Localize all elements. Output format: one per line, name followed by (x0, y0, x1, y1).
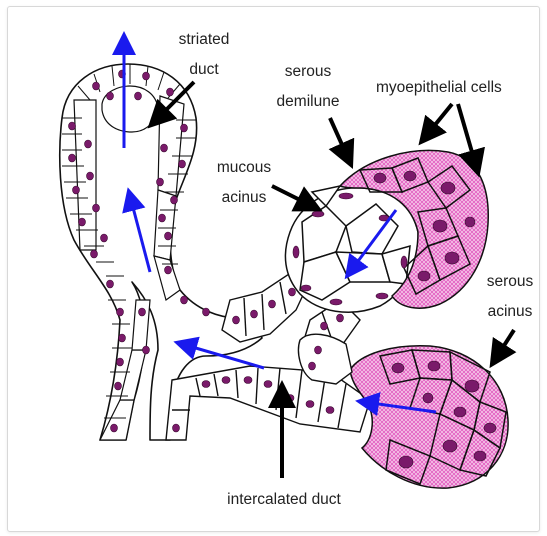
label-mucous-acinus-line1: mucous (217, 159, 272, 176)
label-striated-duct-line1: striated (179, 31, 230, 48)
label-serous-demilune-line1: serous (285, 63, 332, 80)
label-serous-acinus-line2: acinus (488, 303, 533, 320)
label-striated-duct-line2: duct (189, 61, 219, 78)
label-intercalated-duct: intercalated duct (227, 491, 341, 508)
pointer-serous-acinus (496, 330, 514, 358)
pointer-mucous-acinus (272, 186, 312, 206)
label-serous-acinus-line1: serous (487, 273, 534, 290)
pointer-serous-demilune (330, 118, 348, 158)
label-myoepithelial-cells: myoepithelial cells (376, 79, 502, 96)
label-mucous-acinus-line2: acinus (222, 189, 267, 206)
pointer-myoepithelial-1 (426, 104, 452, 136)
label-serous-demilune-line2: demilune (277, 93, 340, 110)
